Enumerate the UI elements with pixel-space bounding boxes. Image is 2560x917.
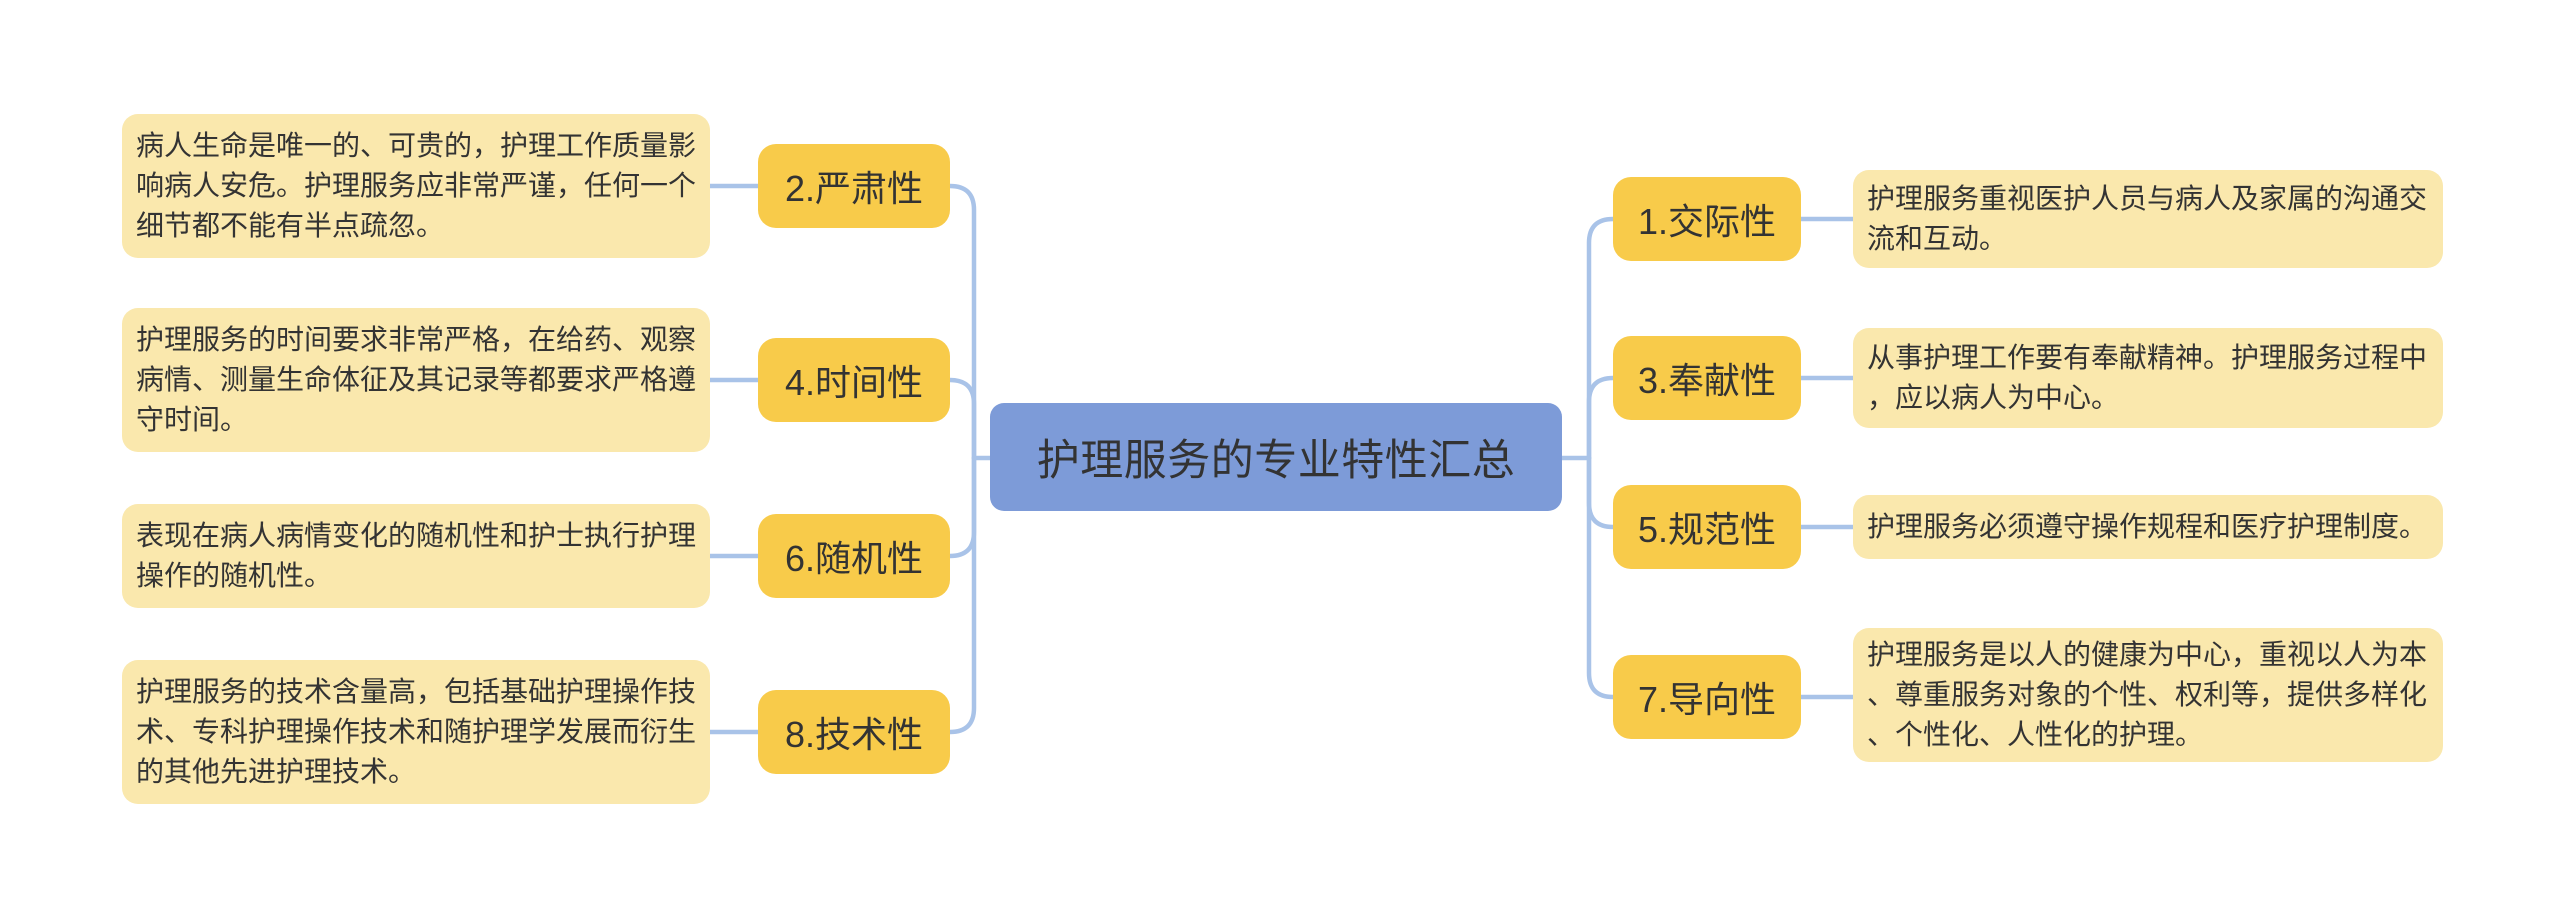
left-topic-label-2: 4.时间性 bbox=[784, 362, 924, 403]
left-topic-label-4: 8.技术性 bbox=[784, 714, 924, 755]
right-topic-label-4: 7.导向性 bbox=[1637, 679, 1777, 720]
connector-right-branch-2 bbox=[1586, 375, 1616, 461]
right-desc-node-3[interactable]: 护理服务必须遵守操作规程和医疗护理制度。 bbox=[1853, 495, 2443, 559]
left-desc-text-3: 表现在病人病情变化的随机性和护士执行护理操作的随机性。 bbox=[136, 520, 697, 591]
central-topic-label: 护理服务的专业特性汇总 bbox=[1036, 437, 1516, 485]
left-desc-node-4[interactable]: 护理服务的技术含量高，包括基础护理操作技术、专科护理操作技术和随护理学发展而衍生… bbox=[122, 660, 710, 804]
connector-right-branch-3 bbox=[1586, 455, 1616, 530]
left-desc-node-1[interactable]: 病人生命是唯一的、可贵的，护理工作质量影响病人安危。护理服务应非常严谨，任何一个… bbox=[122, 114, 710, 258]
right-desc-text-3: 护理服务必须遵守操作规程和医疗护理制度。 bbox=[1867, 511, 2428, 542]
right-topic-label-2: 3.奉献性 bbox=[1637, 360, 1777, 401]
connector-right-branch-4 bbox=[1586, 455, 1616, 700]
left-desc-node-2[interactable]: 护理服务的时间要求非常严格，在给药、观察病情、测量生命体征及其记录等都要求严格遵… bbox=[122, 308, 710, 452]
connector-left-branch-3 bbox=[947, 455, 977, 559]
right-desc-text-2: 从事护理工作要有奉献精神。护理服务过程中，应以病人为中心。 bbox=[1867, 342, 2428, 413]
left-desc-text-4: 护理服务的技术含量高，包括基础护理操作技术、专科护理操作技术和随护理学发展而衍生… bbox=[136, 676, 697, 787]
connector-left-branch-4 bbox=[947, 455, 977, 735]
connector-left-branch-1 bbox=[947, 183, 977, 461]
right-topic-node-3[interactable]: 5.规范性 bbox=[1613, 485, 1801, 569]
left-topic-label-1: 2.严肃性 bbox=[784, 168, 924, 209]
right-desc-node-4[interactable]: 护理服务是以人的健康为中心，重视以人为本、尊重服务对象的个性、权利等，提供多样化… bbox=[1853, 628, 2443, 762]
right-topic-node-4[interactable]: 7.导向性 bbox=[1613, 655, 1801, 739]
left-desc-text-1: 病人生命是唯一的、可贵的，护理工作质量影响病人安危。护理服务应非常严谨，任何一个… bbox=[136, 130, 697, 241]
left-topic-label-3: 6.随机性 bbox=[784, 538, 924, 579]
connector-right-branch-1 bbox=[1586, 216, 1616, 461]
left-topic-node-3[interactable]: 6.随机性 bbox=[758, 514, 950, 598]
right-topic-node-1[interactable]: 1.交际性 bbox=[1613, 177, 1801, 261]
right-topic-label-3: 5.规范性 bbox=[1637, 509, 1777, 550]
left-topic-node-1[interactable]: 2.严肃性 bbox=[758, 144, 950, 228]
right-desc-node-2[interactable]: 从事护理工作要有奉献精神。护理服务过程中，应以病人为中心。 bbox=[1853, 328, 2443, 428]
left-topic-node-2[interactable]: 4.时间性 bbox=[758, 338, 950, 422]
left-desc-node-3[interactable]: 表现在病人病情变化的随机性和护士执行护理操作的随机性。 bbox=[122, 504, 710, 608]
right-topic-node-2[interactable]: 3.奉献性 bbox=[1613, 336, 1801, 420]
left-desc-text-2: 护理服务的时间要求非常严格，在给药、观察病情、测量生命体征及其记录等都要求严格遵… bbox=[136, 324, 697, 435]
right-topic-label-1: 1.交际性 bbox=[1637, 201, 1777, 242]
right-desc-text-1: 护理服务重视医护人员与病人及家属的沟通交流和互动。 bbox=[1867, 183, 2428, 254]
right-desc-node-1[interactable]: 护理服务重视医护人员与病人及家属的沟通交流和互动。 bbox=[1853, 170, 2443, 268]
connector-left-branch-2 bbox=[947, 377, 977, 461]
central-topic-node[interactable]: 护理服务的专业特性汇总 bbox=[990, 403, 1562, 511]
left-topic-node-4[interactable]: 8.技术性 bbox=[758, 690, 950, 774]
right-desc-text-4: 护理服务是以人的健康为中心，重视以人为本、尊重服务对象的个性、权利等，提供多样化… bbox=[1867, 639, 2428, 750]
